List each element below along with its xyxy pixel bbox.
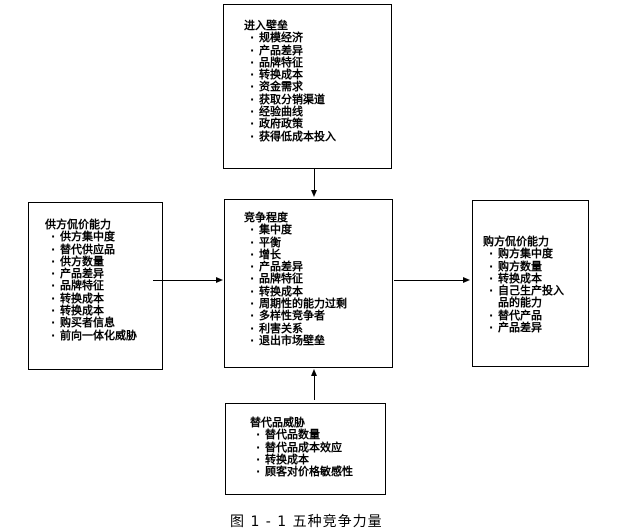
list-item: 多样性竞争者 (244, 310, 347, 323)
list-item-continuation: 品的能力 (498, 296, 542, 310)
list-item: 产品差异 (244, 44, 336, 57)
list-item: 退出市场壁垒 (244, 334, 347, 347)
list-item: 产品差异 (244, 260, 347, 273)
list-item: 替代品数量 (250, 428, 353, 441)
list-item: 转换成本 (45, 292, 137, 305)
arrow-supplier-to-rivalry (153, 280, 217, 281)
list-item: 顾客对价格敏感性 (250, 465, 353, 478)
list-item: 增长 (244, 248, 347, 261)
list-item: 转换成本 (250, 453, 353, 466)
list-item: 供方数量 (45, 255, 137, 268)
list-item: 转换成本 (483, 272, 564, 285)
list-item: 产品差异 (45, 267, 137, 280)
supplier-power-title: 供方侃价能力 (45, 218, 111, 231)
list-item: 供方集中度 (45, 230, 137, 243)
list-item: 替代品成本效应 (250, 441, 353, 454)
buyer-power-title: 购方侃价能力 (483, 235, 549, 248)
list-item: 平衡 (244, 236, 347, 249)
list-item: 前向一体化威胁 (45, 329, 137, 342)
list-item: 政府政策 (244, 118, 336, 131)
buyer-power-text: 购方侃价能力 购方集中度 购方数量 转换成本 自己生产投入 品的能力 替代产品 … (483, 235, 564, 334)
list-item: 获得低成本投入 (244, 130, 336, 143)
list-item: 替代产品 (483, 309, 564, 322)
list-item: 规模经济 (244, 31, 336, 44)
list-item: 转换成本 (45, 304, 137, 317)
entry-barriers-title: 进入壁垒 (244, 19, 288, 32)
list-item: 资金需求 (244, 81, 336, 94)
list-item: 利害关系 (244, 322, 347, 335)
supplier-power-text: 供方侃价能力 供方集中度 替代供应品 供方数量 产品差异 品牌特征 转换成本 转… (45, 218, 137, 342)
list-item: 产品差异 (483, 321, 564, 334)
list-item: 购方数量 (483, 260, 564, 273)
list-item: 经验曲线 (244, 105, 336, 118)
list-item: 品牌特征 (244, 273, 347, 286)
list-item: 集中度 (244, 223, 347, 236)
substitutes-title: 替代品威胁 (250, 416, 305, 429)
arrowhead-down-icon (311, 190, 317, 197)
list-item: 周期性的能力过剩 (244, 297, 347, 310)
list-item: 获取分销渠道 (244, 93, 336, 106)
figure-caption: 图 1 - 1 五种竞争力量 (230, 514, 383, 530)
rivalry-title: 竞争程度 (244, 211, 288, 224)
arrow-substitutes-to-rivalry (314, 376, 315, 400)
list-item: 品牌特征 (45, 280, 137, 293)
list-item: 转换成本 (244, 68, 336, 81)
list-item: 购买者信息 (45, 317, 137, 330)
rivalry-text: 竞争程度 集中度 平衡 增长 产品差异 品牌特征 转换成本 周期性的能力过剩 多… (244, 211, 347, 347)
arrowhead-right-icon (216, 277, 223, 283)
arrowhead-right-icon (463, 277, 470, 283)
list-item: 替代供应品 (45, 243, 137, 256)
entry-barriers-text: 进入壁垒 规模经济 产品差异 品牌特征 转换成本 资金需求 获取分销渠道 经验曲… (244, 19, 336, 143)
arrow-rivalry-to-buyer (394, 280, 464, 281)
substitutes-text: 替代品威胁 替代品数量 替代品成本效应 转换成本 顾客对价格敏感性 (250, 416, 353, 478)
list-item: 自己生产投入 (483, 284, 564, 297)
list-item: 转换成本 (244, 285, 347, 298)
list-item: 品牌特征 (244, 56, 336, 69)
arrow-entry-to-rivalry (314, 169, 315, 191)
list-item: 购方集中度 (483, 247, 564, 260)
arrowhead-up-icon (311, 369, 317, 376)
